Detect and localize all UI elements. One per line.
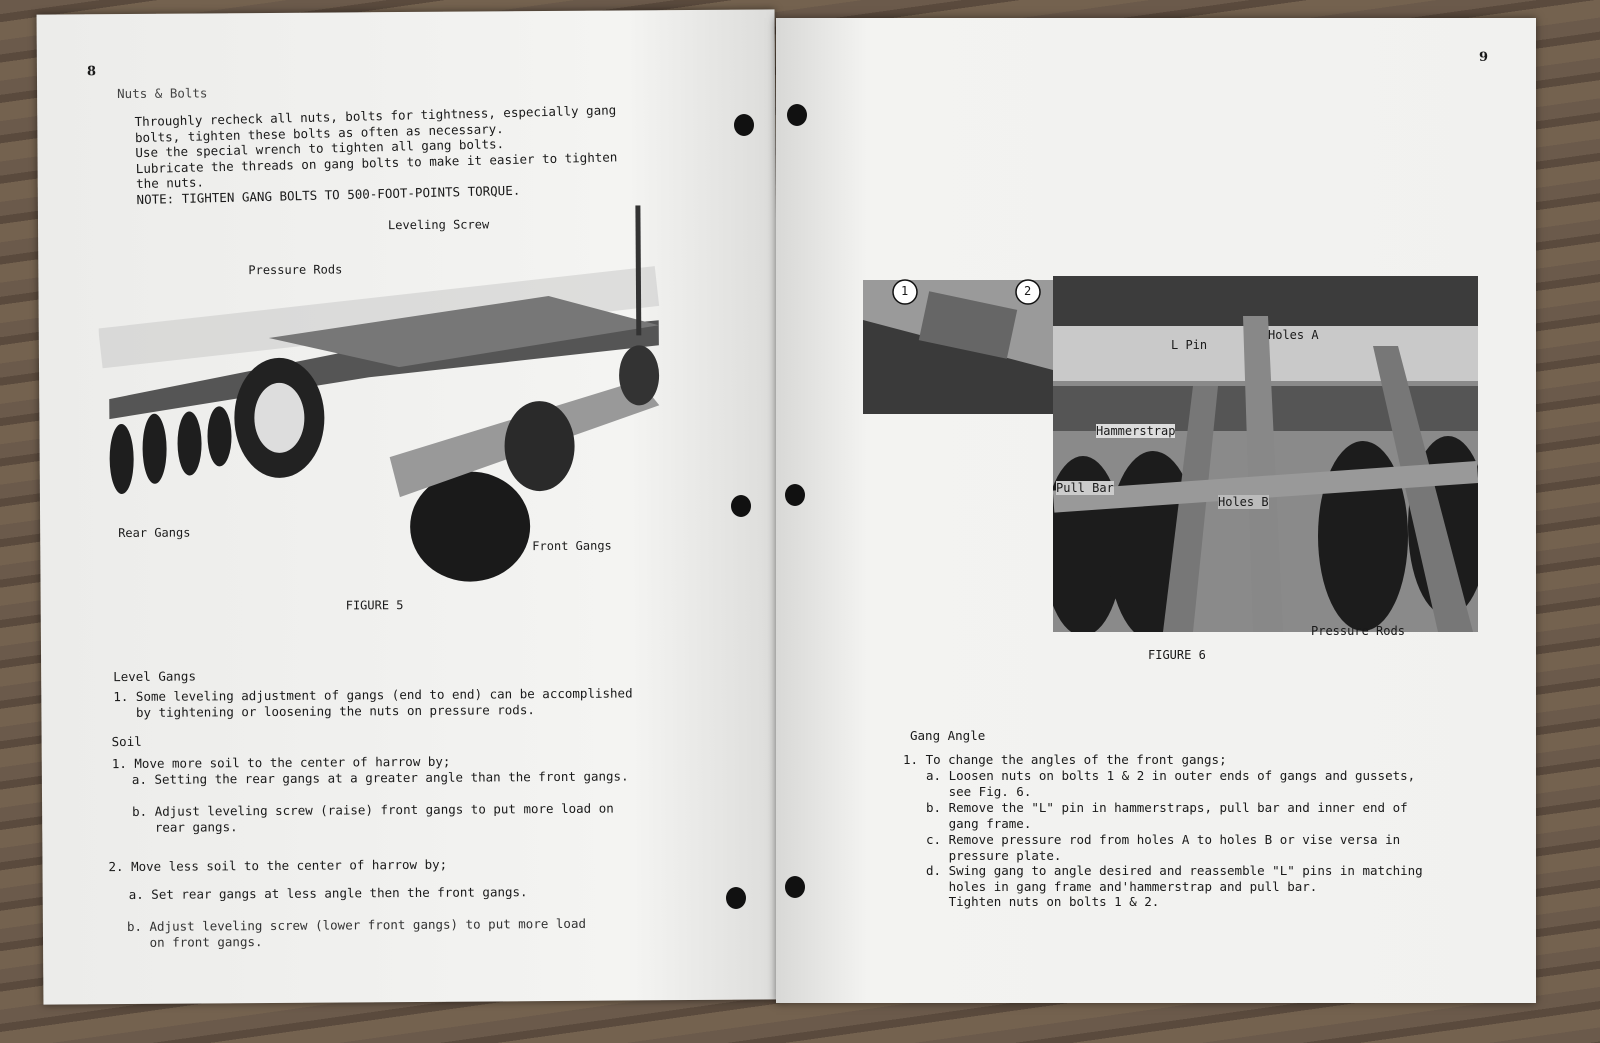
- figure-6-caption: FIGURE 6: [1148, 648, 1206, 662]
- gang-angle-item-1: 1. To change the angles of the front gan…: [903, 752, 1227, 767]
- binder-hole: [731, 495, 751, 517]
- section-heading-gang-angle: Gang Angle: [910, 728, 986, 743]
- label-leveling-screw: Leveling Screw: [387, 217, 490, 233]
- gang-angle-item-b: b. Remove the "L" pin in hammerstraps, p…: [926, 800, 1408, 831]
- label-l-pin: L Pin: [1171, 338, 1208, 352]
- page-number: 9: [1479, 50, 1489, 65]
- binder-hole: [787, 104, 807, 126]
- soil-item-2: 2. Move less soil to the center of harro…: [108, 856, 448, 875]
- section-heading-level-gangs: Level Gangs: [113, 668, 197, 685]
- page-number: 8: [86, 64, 97, 80]
- section-heading-soil: Soil: [111, 733, 142, 750]
- left-page: 8 Nuts & Bolts Throughly recheck all nut…: [36, 9, 782, 1005]
- binder-hole: [785, 484, 805, 506]
- label-rear-gangs: Rear Gangs: [118, 525, 191, 541]
- callout-1-label: 1: [901, 284, 909, 298]
- gang-angle-item-a: a. Loosen nuts on bolts 1 & 2 in outer e…: [926, 768, 1416, 799]
- binder-hole: [734, 114, 754, 136]
- section-heading-nuts-bolts: Nuts & Bolts: [117, 85, 208, 102]
- label-pressure-rods: Pressure Rods: [1311, 624, 1405, 638]
- label-holes-a: Holes A: [1268, 328, 1319, 342]
- level-gangs-item-1: 1. Some leveling adjustment of gangs (en…: [113, 685, 633, 720]
- callout-circle-1: [892, 279, 918, 305]
- label-hammerstrap: Hammerstrap: [1096, 424, 1176, 438]
- figure-6-inset-photo: [863, 280, 1053, 414]
- binder-hole: [726, 887, 746, 909]
- gang-angle-item-d: d. Swing gang to angle desired and reass…: [926, 863, 1423, 909]
- label-front-gangs: Front Gangs: [532, 538, 612, 554]
- right-page: 9 1 2 L Pin Holes A Hammerstrap Pull Bar…: [776, 18, 1536, 1003]
- soil-item-2b: b. Adjust leveling screw (lower front ga…: [126, 915, 587, 950]
- label-pull-bar: Pull Bar: [1056, 481, 1114, 495]
- callout-circle-2: [1015, 279, 1041, 305]
- label-pressure-rods: Pressure Rods: [248, 262, 343, 278]
- figure-6-gang-frame-photo: [1053, 276, 1478, 632]
- nuts-bolts-paragraph: Throughly recheck all nuts, bolts for ti…: [134, 102, 618, 207]
- label-holes-b: Holes B: [1218, 495, 1269, 509]
- soil-item-1: 1. Move more soil to the center of harro…: [111, 753, 451, 772]
- gang-angle-item-c: c. Remove pressure rod from holes A to h…: [926, 832, 1401, 863]
- figure-5-harrow-photo: [98, 205, 660, 582]
- soil-item-1a: a. Setting the rear gangs at a greater a…: [131, 768, 629, 787]
- binder-hole: [785, 876, 805, 898]
- figure-5-caption: FIGURE 5: [345, 598, 404, 613]
- callout-2-label: 2: [1024, 284, 1032, 298]
- soil-item-1b: b. Adjust leveling screw (raise) front g…: [132, 800, 614, 835]
- soil-item-2a: a. Set rear gangs at less angle then the…: [128, 884, 528, 902]
